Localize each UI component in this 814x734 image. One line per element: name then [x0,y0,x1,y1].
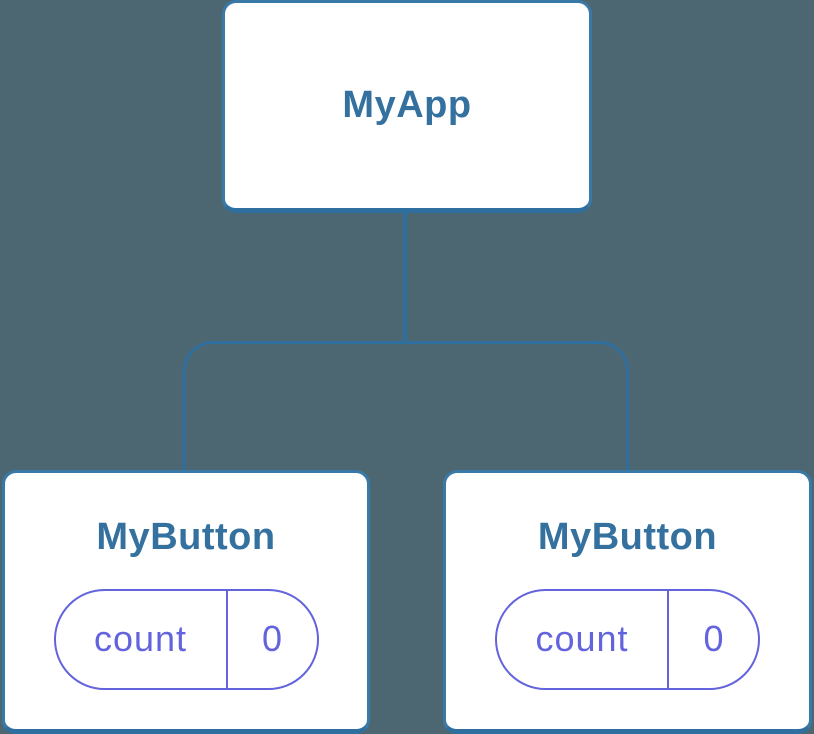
connector-bracket [183,341,629,470]
node-mybutton-left: MyButton count 0 [2,470,370,734]
state-pill-left: count 0 [53,588,319,690]
node-mybutton-left-label: MyButton [96,516,276,558]
node-mybutton-right: MyButton count 0 [443,470,812,734]
node-myapp: MyApp [222,0,592,213]
state-value-right: 0 [703,618,724,660]
state-name-right: count [497,590,669,688]
node-myapp-label: MyApp [342,83,472,126]
state-name-left: count [56,590,228,688]
state-value-left: 0 [261,618,283,660]
connector-stem [403,213,407,344]
state-pill-right: count 0 [495,588,760,690]
node-mybutton-right-label: MyButton [537,516,718,558]
